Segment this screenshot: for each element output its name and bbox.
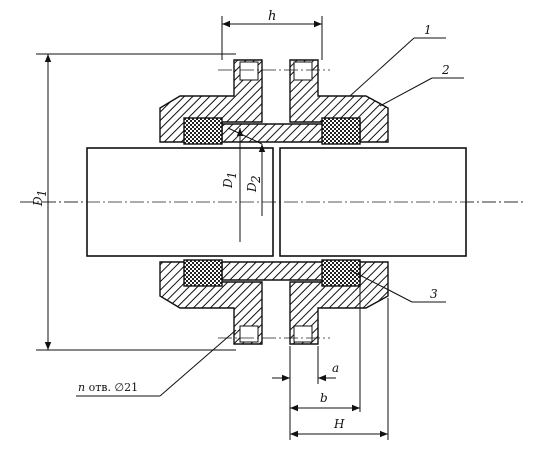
callout-3-label: 3 bbox=[430, 287, 438, 301]
holes-n: n bbox=[78, 381, 85, 394]
sleeve-lower bbox=[221, 261, 331, 281]
D2-label: D 2 bbox=[245, 175, 263, 193]
D1-inner-subscript: 1 bbox=[225, 171, 239, 179]
bolt-hole-right-lower bbox=[293, 325, 313, 343]
holes-leader bbox=[159, 329, 237, 397]
holes-text: отв. ∅21 bbox=[85, 381, 138, 394]
h-label: h bbox=[268, 9, 276, 24]
b-label: b bbox=[320, 391, 328, 405]
callout-1-leader bbox=[349, 37, 415, 97]
bolt-hole-left-lower bbox=[239, 325, 259, 343]
a-label: a bbox=[332, 361, 339, 375]
packing-right-lower bbox=[321, 259, 361, 287]
H-label: H bbox=[333, 417, 345, 431]
packing-right-upper bbox=[321, 117, 361, 145]
holes-label: n отв. ∅21 bbox=[78, 381, 138, 394]
D1-inner-label: D 1 bbox=[221, 171, 239, 189]
packing-left-lower bbox=[183, 259, 223, 287]
callout-2-label: 2 bbox=[441, 63, 450, 77]
packing-left-upper bbox=[183, 117, 223, 145]
D2-letter: D bbox=[245, 182, 259, 193]
callout-3-leader bbox=[349, 269, 413, 303]
bolt-hole-left-upper bbox=[239, 61, 259, 81]
D1-inner-letter: D bbox=[221, 178, 235, 189]
callout-1-label: 1 bbox=[424, 23, 432, 37]
D1-outer-letter: D bbox=[31, 196, 45, 207]
D1-leader bbox=[227, 127, 263, 145]
callout-2-leader bbox=[379, 77, 433, 107]
D2-subscript: 2 bbox=[249, 175, 263, 184]
bolt-hole-right-upper bbox=[293, 61, 313, 81]
D1-outer-subscript: 1 bbox=[35, 189, 49, 197]
D1-outer-label: D 1 bbox=[31, 189, 49, 207]
